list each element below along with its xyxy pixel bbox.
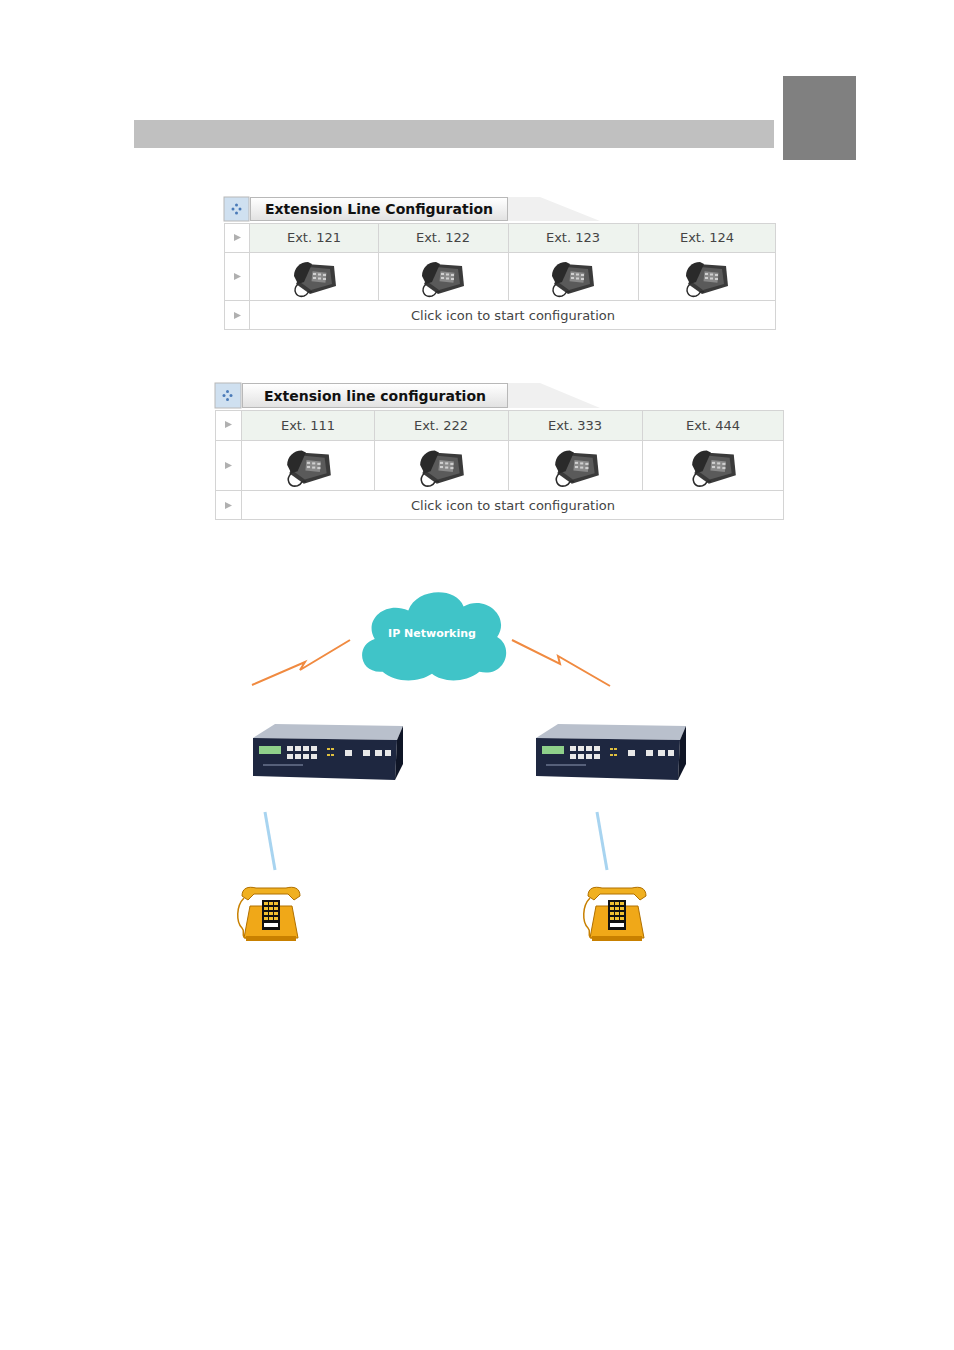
extension-cell: Ext. 222 xyxy=(374,410,508,440)
panel-title-tab: Extension Line Configuration xyxy=(250,197,508,221)
extension-cell: Ext. 444 xyxy=(642,410,784,440)
extension-cell: Ext. 111 xyxy=(242,410,374,440)
extension-cell: Ext. 121 xyxy=(250,223,378,252)
extension-cell: Ext. 124 xyxy=(638,223,776,252)
extension-cell: Ext. 333 xyxy=(508,410,642,440)
panel-title: Extension line configuration xyxy=(264,388,486,404)
extension-cell: Ext. 122 xyxy=(378,223,508,252)
table-note: Click icon to start configuration xyxy=(250,300,776,330)
panel-title-tab: Extension line configuration xyxy=(242,383,508,408)
extension-cell: Ext. 123 xyxy=(508,223,638,252)
cloud-label: IP Networking xyxy=(388,627,476,640)
table-note: Click icon to start configuration xyxy=(242,490,784,520)
panel-title: Extension Line Configuration xyxy=(265,201,493,217)
network-cloud: IP Networking xyxy=(353,582,511,684)
